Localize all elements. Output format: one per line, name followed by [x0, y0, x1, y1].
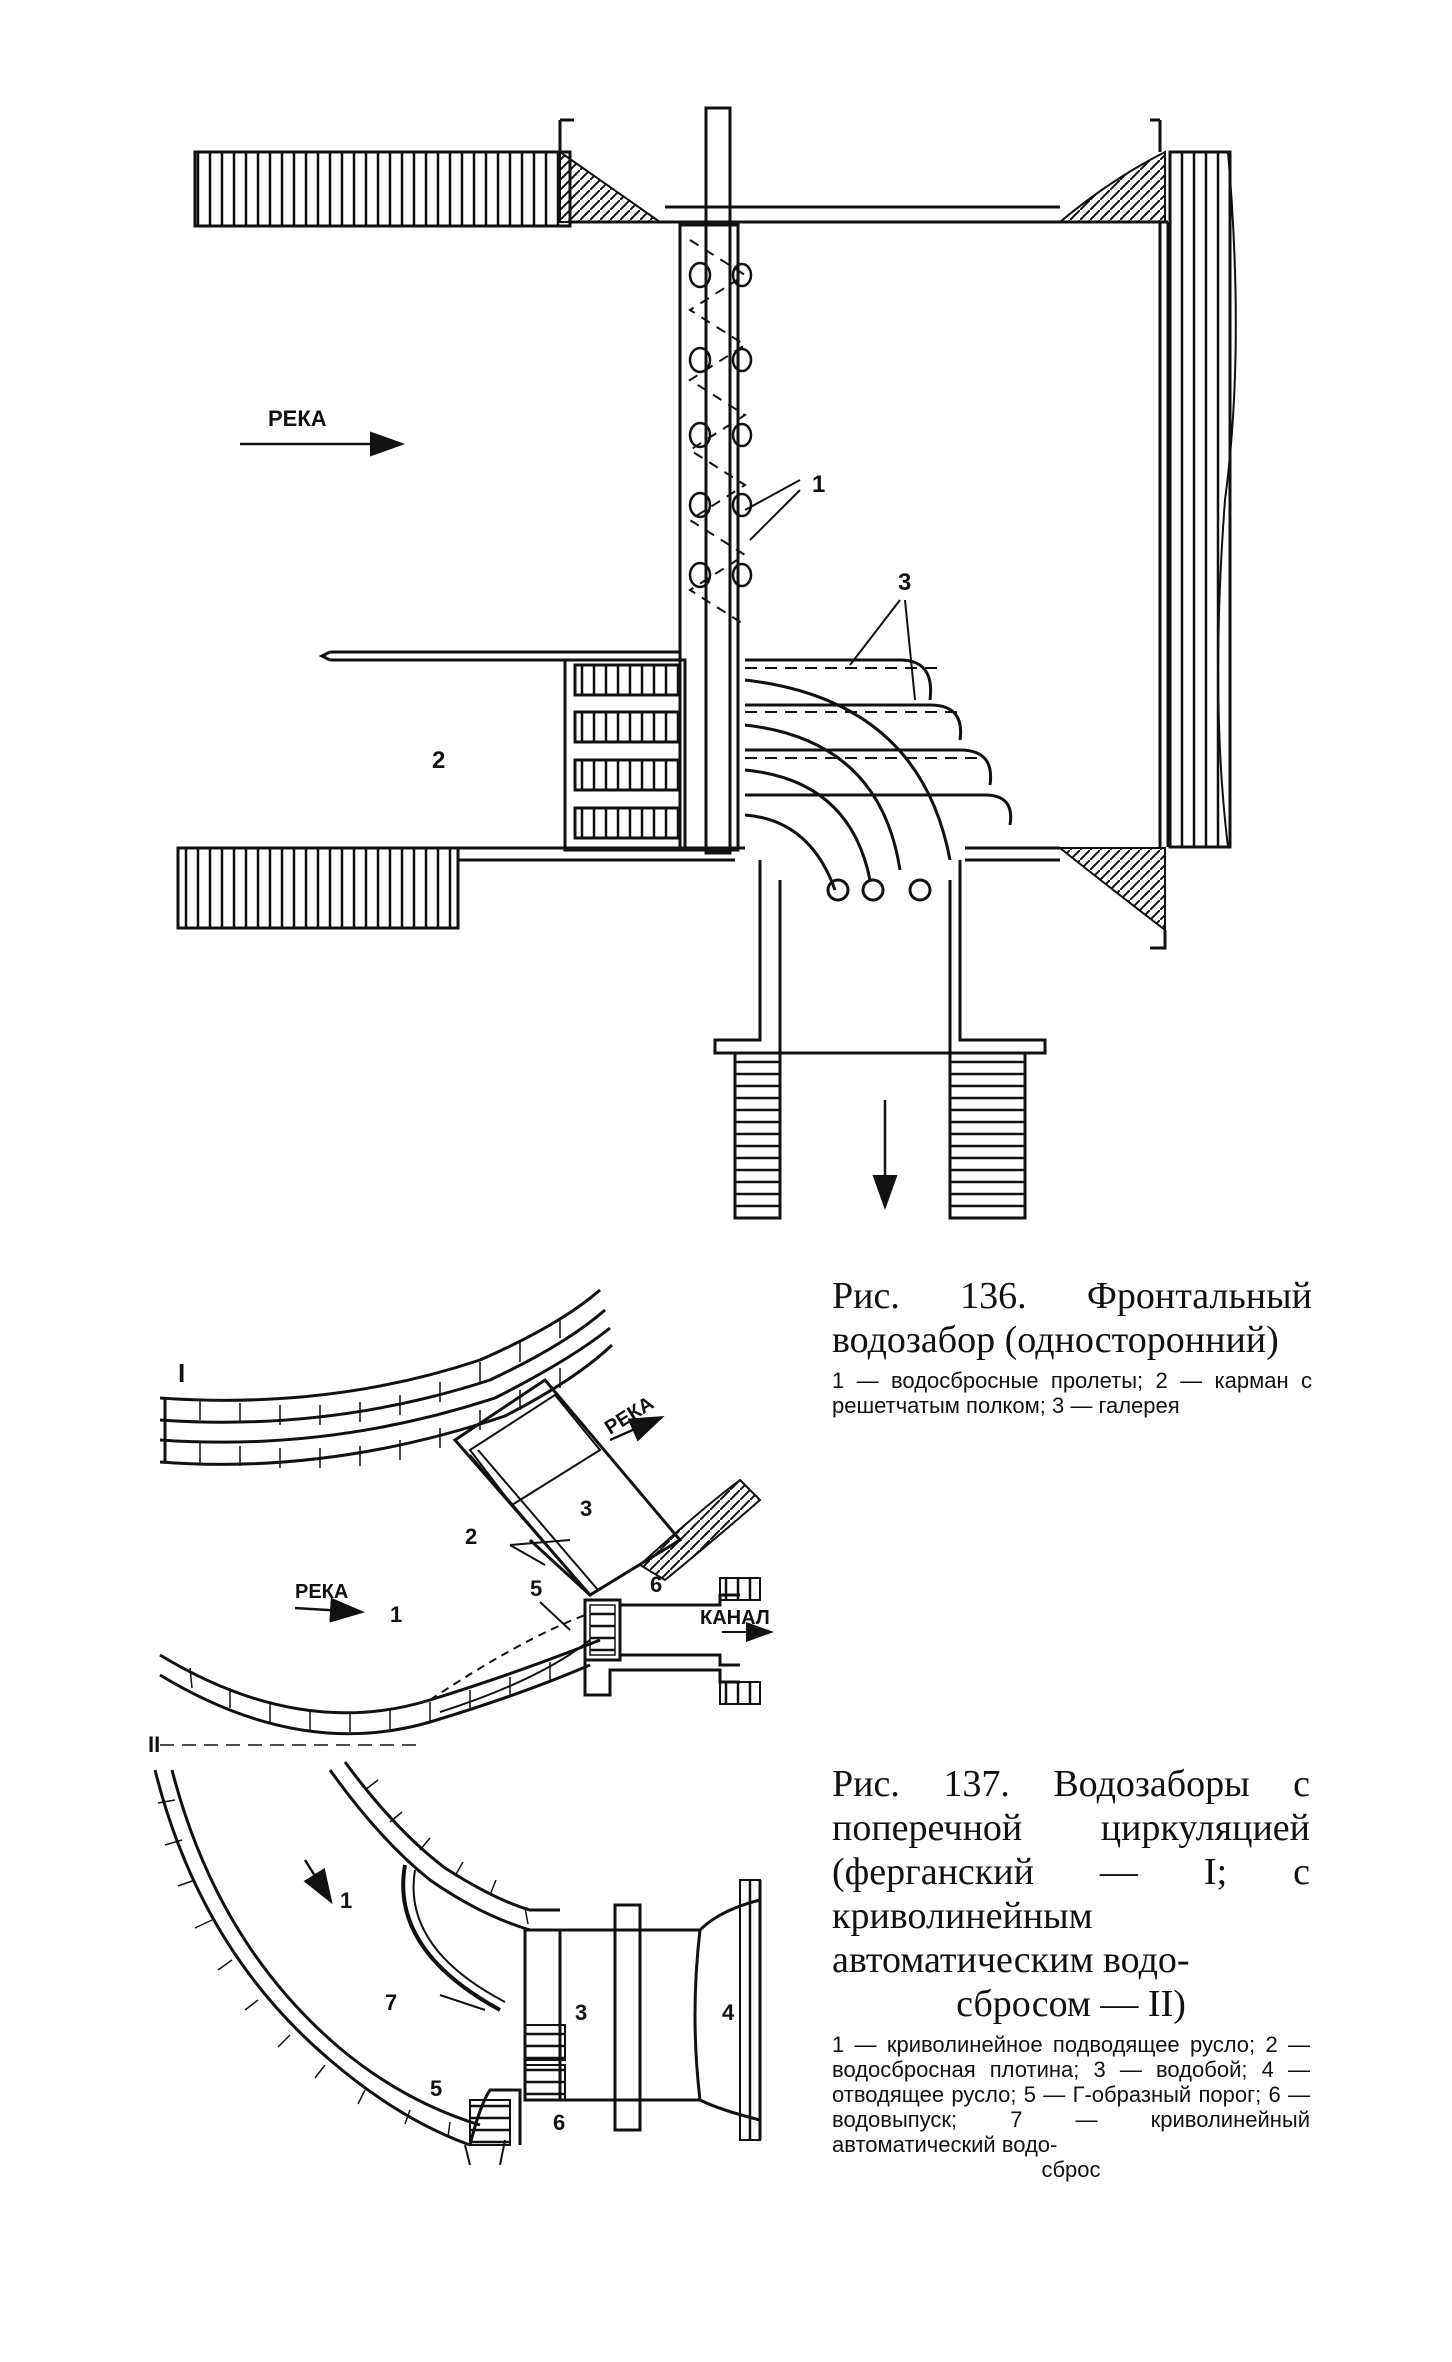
- fig137-label-5b: 5: [430, 2076, 442, 2101]
- fig137-label-canal: КАНАЛ: [700, 1607, 770, 1629]
- dam-column: [678, 223, 740, 852]
- fig137-label-1a: 1: [390, 1602, 402, 1627]
- figure-137-drawing: I РЕКА РЕКА 1 2 3 5 6 КАНАЛ II 1 3 4 5 6…: [148, 1288, 774, 2166]
- fig136-caption-title: Рис. 136. Фронтальный водозабор (односто…: [832, 1275, 1312, 1361]
- fig137-label-1b: 1: [340, 1888, 352, 1913]
- fig136-caption-legend: 1 — водосбросные пролеты; 2 — карман с р…: [832, 1368, 1312, 1418]
- fig137-label-I: I: [178, 1358, 185, 1388]
- fig137-caption-legend-1: 1 — криволинейное подводящее русло; 2 — …: [832, 2032, 1310, 2157]
- spillway-openings: [688, 261, 753, 589]
- bank-top-right: [1168, 150, 1232, 849]
- fig137-label-5a: 5: [530, 1576, 542, 1601]
- variant-II-inner-bank: [328, 1769, 560, 1932]
- fig136-label-1: 1: [812, 471, 825, 498]
- fig137-label-7: 7: [385, 1990, 397, 2015]
- bank-top-left: [193, 150, 572, 228]
- fig136-label-2: 2: [432, 747, 445, 774]
- fig137-label-river-left: РЕКА: [295, 1581, 348, 1603]
- galleries: [744, 658, 1013, 902]
- variant-I-lower-bank: [159, 1638, 601, 1715]
- fig137-caption-title-1: Рис. 137. Водозаборы с поперечной циркул…: [832, 1763, 1310, 1981]
- grated-pocket: [563, 658, 687, 852]
- fig137-label-II: II: [148, 1732, 160, 1757]
- bank-bottom-left: [176, 846, 460, 930]
- fig137-caption-legend-2: сброс: [1041, 2157, 1101, 2182]
- variant-II-outer-bank: [153, 1769, 471, 2147]
- canal-right-bank: [948, 1051, 1027, 1220]
- canal-left-bank: [733, 1051, 782, 1220]
- fig137-label-3b: 3: [575, 2000, 587, 2025]
- fig137-label-6a: 6: [650, 1572, 662, 1597]
- fig137-label-6b: 6: [553, 2110, 565, 2135]
- fig136-caption: Рис. 136. Фронтальный водозабор (односто…: [832, 1274, 1312, 1418]
- fig137-label-4: 4: [722, 2000, 735, 2025]
- fig137-caption: Рис. 137. Водозаборы с поперечной циркул…: [832, 1762, 1310, 2182]
- fig136-label-river: РЕКА: [268, 406, 327, 431]
- fig137-label-3a: 3: [580, 1496, 592, 1521]
- fig136-label-3: 3: [898, 569, 911, 596]
- variant-I-upper-bank: [159, 1288, 601, 1402]
- figure-136-drawing: РЕКА 1 2 3: [176, 106, 1237, 1220]
- fig137-caption-title-2: сбросом — II): [956, 1983, 1186, 2025]
- fig137-label-2: 2: [465, 1524, 477, 1549]
